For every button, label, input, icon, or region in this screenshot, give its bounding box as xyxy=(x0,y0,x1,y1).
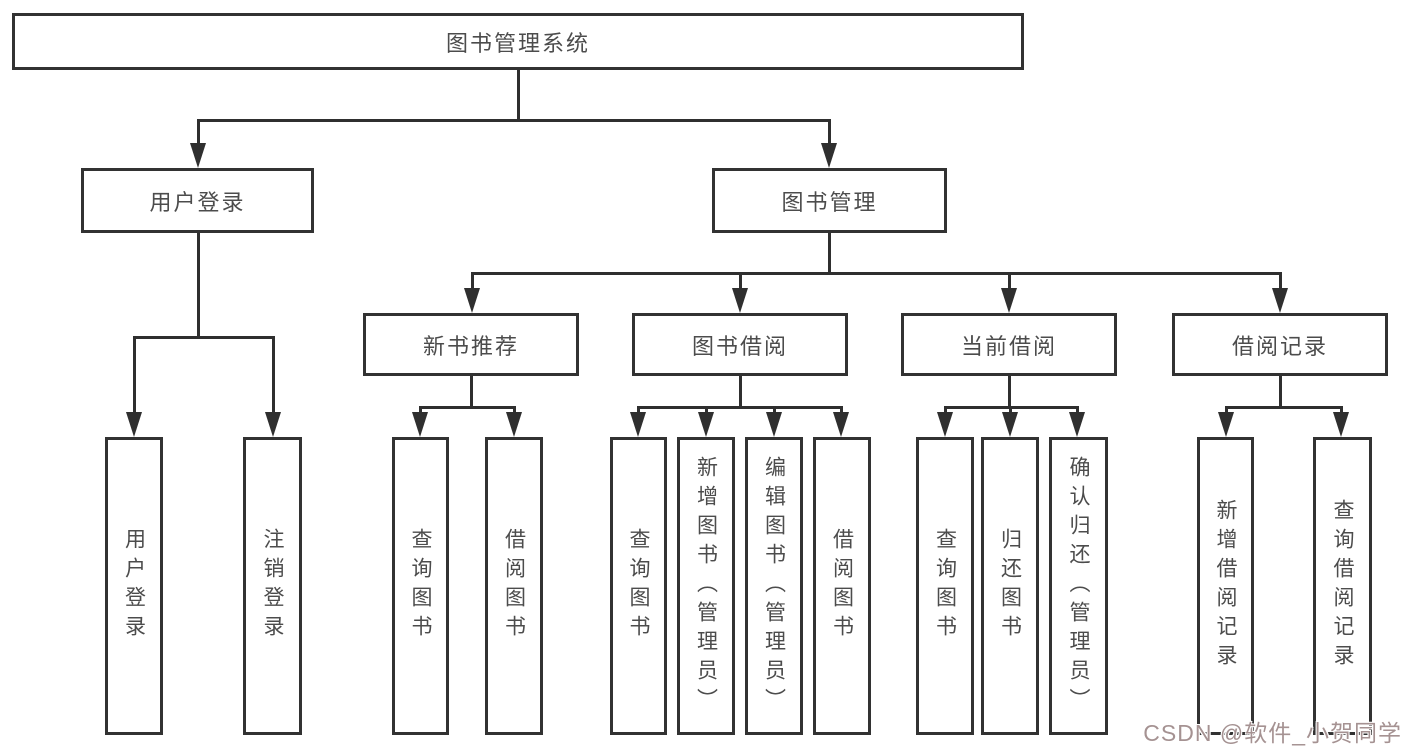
connector-login-stem xyxy=(197,233,200,336)
arrow-to-cb-return xyxy=(1002,412,1018,437)
connector-user-login-stem xyxy=(197,119,200,145)
connector-borrow-stem xyxy=(739,272,742,289)
arrow-to-br-add xyxy=(1218,412,1234,437)
node-current-borrow: 当前借阅 xyxy=(901,313,1117,376)
connector-cb-leaf3-stem xyxy=(1076,406,1079,414)
connector-bb-stem xyxy=(739,376,742,409)
arrow-to-leaf-logout xyxy=(265,412,281,437)
arrow-to-cb-confirm xyxy=(1069,412,1085,437)
connector-newbook-stem xyxy=(471,272,474,289)
leaf-bb-add-books-admin: 新增图书（管理员） xyxy=(677,437,735,735)
arrow-to-nb-query xyxy=(412,412,428,437)
connector-nb-leaf2-stem xyxy=(513,406,516,414)
connector-book-mgmt-stem xyxy=(828,119,831,145)
node-borrow-records: 借阅记录 xyxy=(1172,313,1388,376)
connector-nb-leaf1-stem xyxy=(419,406,422,414)
leaf-logout: 注销登录 xyxy=(243,437,302,735)
connector-mgmt-stem xyxy=(828,233,831,274)
connector-records-stem xyxy=(1279,272,1282,289)
connector-bb-leaf2-stem xyxy=(705,406,708,414)
leaf-nb-borrow-books: 借阅图书 xyxy=(485,437,543,735)
node-root-system: 图书管理系统 xyxy=(12,13,1024,70)
node-new-book-rec: 新书推荐 xyxy=(363,313,579,376)
leaf-br-add-record: 新增借阅记录 xyxy=(1197,437,1254,735)
connector-bb-rail xyxy=(637,406,843,409)
arrow-to-book-mgmt xyxy=(821,143,837,168)
connector-leaf-login-stem xyxy=(133,336,136,413)
leaf-user-login: 用户登录 xyxy=(105,437,163,735)
arrow-to-bb-query xyxy=(630,412,646,437)
node-user-login: 用户登录 xyxy=(81,168,314,233)
arrow-to-bb-edit xyxy=(766,412,782,437)
arrow-to-current xyxy=(1001,288,1017,313)
node-book-mgmt: 图书管理 xyxy=(712,168,947,233)
connector-current-stem xyxy=(1008,272,1011,289)
connector-root-stem xyxy=(517,70,520,120)
leaf-bb-query-books: 查询图书 xyxy=(610,437,667,735)
connector-root-rail xyxy=(197,119,831,122)
arrow-to-user-login xyxy=(190,143,206,168)
connector-br-leaf1-stem xyxy=(1225,406,1228,414)
leaf-cb-confirm-return-admin: 确认归还（管理员） xyxy=(1049,437,1108,735)
csdn-watermark: CSDN @软件_小贺同学 xyxy=(1143,720,1402,746)
connector-br-rail xyxy=(1225,406,1343,409)
connector-cb-leaf1-stem xyxy=(944,406,947,414)
arrow-to-borrow xyxy=(732,288,748,313)
connector-leaf-logout-stem xyxy=(272,336,275,413)
leaf-cb-query-books: 查询图书 xyxy=(916,437,974,735)
connector-login-rail xyxy=(133,336,275,339)
arrow-to-records xyxy=(1272,288,1288,313)
connector-bb-leaf3-stem xyxy=(773,406,776,414)
connector-nb-rail xyxy=(419,406,516,409)
connector-br-leaf2-stem xyxy=(1340,406,1343,414)
connector-mgmt-rail xyxy=(471,272,1282,275)
connector-br-stem xyxy=(1279,376,1282,409)
leaf-br-query-record: 查询借阅记录 xyxy=(1313,437,1372,735)
arrow-to-bb-add xyxy=(698,412,714,437)
arrow-to-newbook xyxy=(464,288,480,313)
connector-bb-leaf1-stem xyxy=(637,406,640,414)
node-book-borrow: 图书借阅 xyxy=(632,313,848,376)
connector-cb-stem xyxy=(1008,376,1011,409)
connector-bb-leaf4-stem xyxy=(840,406,843,414)
leaf-nb-query-books: 查询图书 xyxy=(392,437,449,735)
leaf-bb-edit-books-admin: 编辑图书（管理员） xyxy=(745,437,803,735)
connector-cb-leaf2-stem xyxy=(1009,406,1012,414)
arrow-to-leaf-login xyxy=(126,412,142,437)
arrow-to-nb-borrow xyxy=(506,412,522,437)
arrow-to-cb-query xyxy=(937,412,953,437)
leaf-cb-return-books: 归还图书 xyxy=(981,437,1039,735)
connector-nb-stem xyxy=(470,376,473,409)
arrow-to-br-query xyxy=(1333,412,1349,437)
arrow-to-bb-borrow xyxy=(833,412,849,437)
leaf-bb-borrow-books: 借阅图书 xyxy=(813,437,871,735)
